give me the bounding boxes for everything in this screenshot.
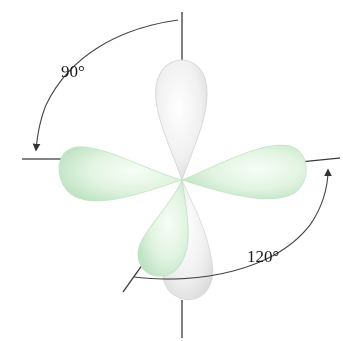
orbital-lobe-lower-left — [138, 180, 188, 276]
angle-label-90: 90° — [61, 62, 85, 81]
right-axis-stub — [300, 158, 340, 162]
orbital-lobe-top — [156, 60, 207, 180]
angle-label-120: 120° — [247, 247, 279, 266]
orbital-lobe-left — [59, 147, 182, 201]
orbital-lobe-right — [182, 145, 306, 199]
